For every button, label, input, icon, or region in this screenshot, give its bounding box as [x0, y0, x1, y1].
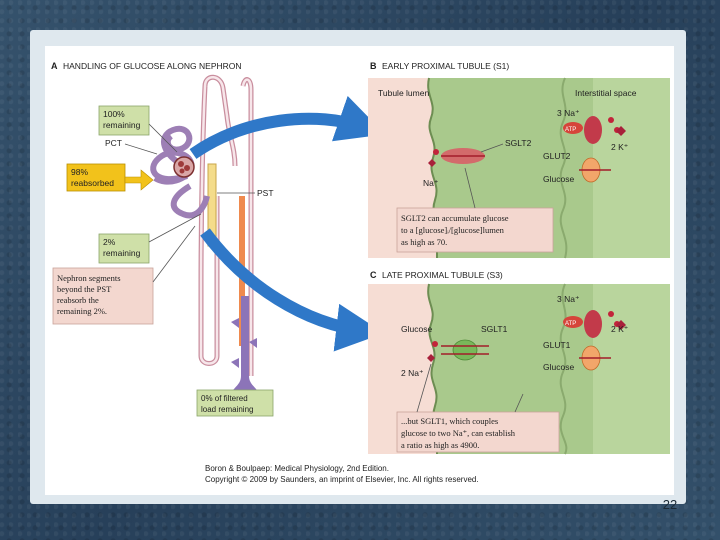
leader-pct	[124, 143, 158, 155]
note-box-b	[396, 207, 554, 253]
note-c-line3: a ratio as high as 4900.	[401, 440, 479, 450]
label-2-line1: 2%	[103, 237, 116, 247]
label-box-100	[98, 105, 150, 136]
panel-a-title: HANDLING OF GLUCOSE ALONG NEPHRON	[63, 61, 242, 71]
c-glucose: Glucose	[543, 362, 574, 372]
slide: A HANDLING OF GLUCOSE ALONG NEPHRON 100%…	[45, 46, 674, 495]
label-100-line2: remaining	[103, 120, 141, 130]
c-atp-pump	[563, 316, 583, 328]
arrow-to-panel-c	[200, 228, 385, 352]
c-atp: ATP	[565, 321, 576, 327]
leader-2	[148, 213, 202, 243]
b-atp-pump	[563, 122, 583, 134]
c-na2: 2 Na⁺	[401, 368, 423, 378]
label-0-line2: load remaining	[201, 405, 253, 414]
label-pct: PCT	[105, 138, 122, 148]
page-number: 22	[662, 497, 678, 512]
label-box-0	[196, 389, 274, 417]
note-b-line3: as high as 70.	[401, 237, 447, 247]
note-a-line2: beyond the PST	[57, 284, 112, 294]
arrow-to-panel-b	[189, 95, 386, 159]
note-a-line4: remaining 2%.	[57, 306, 107, 316]
note-a-line3: reabsorb the	[57, 295, 99, 305]
c-glucose-lumen: Glucose	[401, 324, 432, 334]
note-c-line2: glucose to two Na⁺, can establish	[401, 428, 516, 438]
note-box-c	[396, 411, 560, 453]
c-na-k-pump	[584, 310, 602, 338]
b-na3: 3 Na⁺	[557, 108, 579, 118]
credit-line2: Copyright © 2009 by Saunders, an imprint…	[205, 475, 479, 484]
label-0-line1: 0% of filtered	[201, 394, 248, 403]
c-glut1: GLUT1	[543, 340, 571, 350]
note-box-a	[52, 267, 154, 325]
label-98-line2: reabsorbed	[71, 178, 114, 188]
b-glut2: GLUT2	[543, 151, 571, 161]
note-b-line2: to a [glucose]ᵢ/[glucose]lumen	[401, 225, 505, 235]
b-atp: ATP	[565, 127, 576, 133]
b-glucose: Glucose	[543, 174, 574, 184]
b-na-k-pump	[584, 116, 602, 144]
c-sglt1-transporter	[452, 339, 478, 361]
label-98-line1: 98%	[71, 167, 88, 177]
note-b-line1: SGLT2 can accumulate glucose	[401, 213, 509, 223]
glucose-handling-figure: A HANDLING OF GLUCOSE ALONG NEPHRON 100%…	[51, 61, 670, 484]
panel-c-letter: C	[370, 270, 377, 280]
label-100-line1: 100%	[103, 109, 125, 119]
arrow-98	[124, 169, 154, 191]
leader-100	[148, 123, 178, 153]
panel-a-letter: A	[51, 61, 58, 71]
label-box-2	[98, 233, 150, 264]
label-pst: PST	[257, 188, 274, 198]
b-na: Na⁺	[423, 178, 438, 188]
label-box-98	[66, 163, 126, 192]
c-na3: 3 Na⁺	[557, 294, 579, 304]
panel-b-title: EARLY PROXIMAL TUBULE (S1)	[382, 61, 509, 71]
panel-c-cell	[368, 283, 670, 455]
b-sglt2: SGLT2	[505, 138, 532, 148]
label-2-line2: remaining	[103, 248, 141, 258]
b-tubule-lumen: Tubule lumen	[378, 88, 429, 98]
nephron-illustration	[150, 74, 259, 396]
note-a-line1: Nephron segments	[57, 273, 121, 283]
c-k2: 2 K⁺	[611, 324, 628, 334]
b-k2: 2 K⁺	[611, 142, 628, 152]
note-c-line1: ...but SGLT1, which couples	[401, 416, 498, 426]
c-sglt1: SGLT1	[481, 324, 508, 334]
panel-b-letter: B	[370, 61, 377, 71]
panel-c-title: LATE PROXIMAL TUBULE (S3)	[382, 270, 503, 280]
b-interstitial: Interstitial space	[575, 88, 637, 98]
leader-note-a	[152, 225, 196, 283]
credit-line1: Boron & Boulpaep: Medical Physiology, 2n…	[205, 464, 389, 473]
